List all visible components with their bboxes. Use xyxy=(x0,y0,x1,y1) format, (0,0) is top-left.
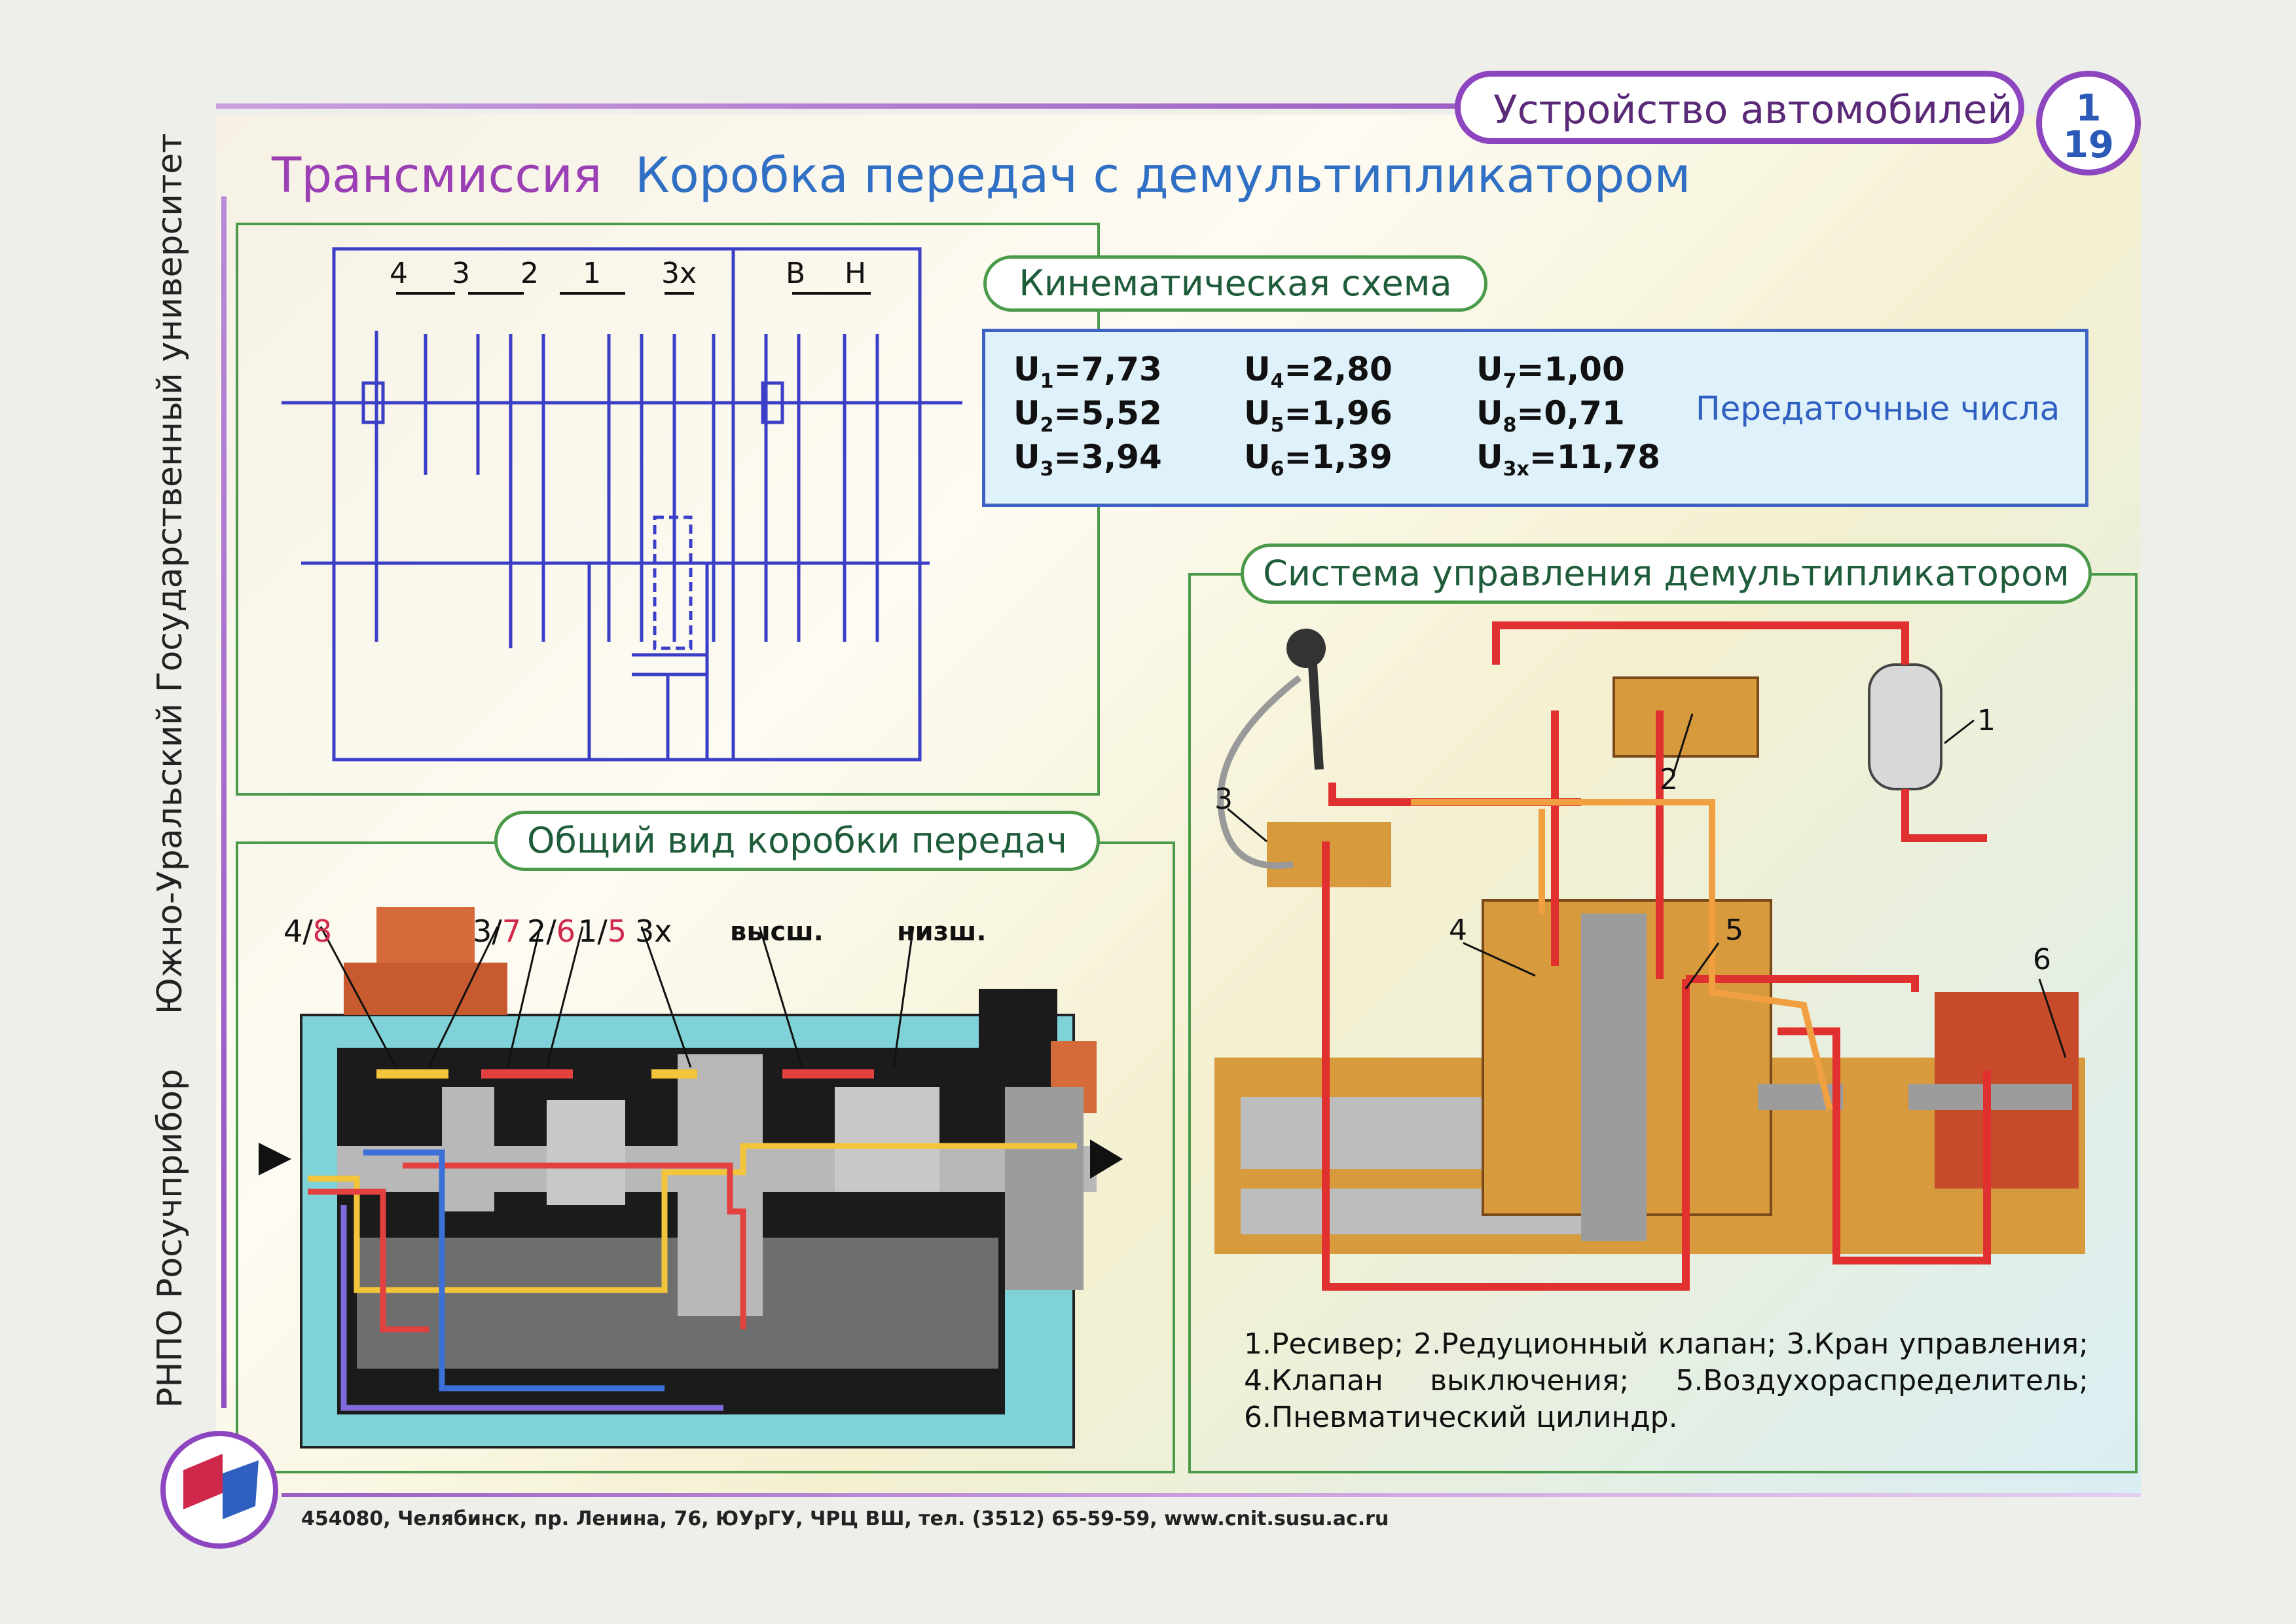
ratio-u1: U1=7,73 xyxy=(1013,350,1162,393)
page-title: Коробка передач с демультипликатором xyxy=(635,147,1691,204)
label-1: 1 xyxy=(1977,704,1995,737)
kinematic-panel xyxy=(236,223,1100,796)
label-3: 3 xyxy=(1214,783,1233,816)
kin-label-v: В xyxy=(786,257,805,290)
kinematic-title: Кинематическая схема xyxy=(1019,263,1452,304)
callout-high: высш. xyxy=(730,917,824,947)
callout-3x: 3х xyxy=(635,913,672,949)
ratio-u8: U8=0,71 xyxy=(1476,394,1625,437)
side-border xyxy=(221,196,227,1408)
kin-label-4: 4 xyxy=(390,257,408,290)
page-number-bottom: 19 xyxy=(2063,124,2114,166)
callout-4-8: 4/8 xyxy=(283,913,333,949)
ratio-u3x: U3х=11,78 xyxy=(1476,438,1660,481)
kin-label-3: 3 xyxy=(452,257,470,290)
label-6: 6 xyxy=(2033,943,2051,976)
ratio-label: Передаточные числа xyxy=(1696,390,2060,428)
ratio-u3: U3=3,94 xyxy=(1013,438,1162,481)
section-title: Трансмиссия xyxy=(272,147,602,204)
control-system-diagram: 1 2 3 4 5 6 xyxy=(1214,621,2085,1291)
callout-low: низш. xyxy=(897,917,987,947)
ratio-u7: U7=1,00 xyxy=(1476,350,1625,393)
kinematic-title-pill: Кинематическая схема xyxy=(983,255,1487,312)
top-border xyxy=(216,103,1473,109)
kin-label-1: 1 xyxy=(583,257,601,290)
callout-3-7: 3/7 xyxy=(473,913,522,949)
control-system-title: Система управления демультипликатором xyxy=(1263,553,2069,594)
callout-1-5: 1/5 xyxy=(578,913,627,949)
ratio-u4: U4=2,80 xyxy=(1244,350,1393,393)
gearbox-cutaway xyxy=(259,907,1123,1449)
footer-address: 454080, Челябинск, пр. Ленина, 76, ЮУрГУ… xyxy=(301,1507,1389,1530)
vertical-credit: РНПО Росучприбор Южно-Уральский Государс… xyxy=(151,133,190,1408)
general-view-title-pill: Общий вид коробки передач xyxy=(494,811,1100,871)
legend-line-3: 6.Пневматический цилиндр. xyxy=(1244,1401,1678,1434)
ratio-u2: U2=5,52 xyxy=(1013,394,1162,437)
label-2: 2 xyxy=(1660,763,1678,796)
kin-label-3x: 3х xyxy=(661,257,697,290)
label-5: 5 xyxy=(1725,913,1743,947)
header-title-pill: Устройство автомобилей xyxy=(1455,71,2024,144)
publisher-logo xyxy=(160,1431,278,1549)
kin-label-n: Н xyxy=(845,257,866,290)
control-system-title-pill: Система управления демультипликатором xyxy=(1241,544,2092,604)
general-view-title: Общий вид коробки передач xyxy=(527,820,1067,861)
callout-2-6: 2/6 xyxy=(527,913,576,949)
ratio-u6: U6=1,39 xyxy=(1244,438,1393,481)
ratio-u5: U5=1,96 xyxy=(1244,394,1393,437)
kin-label-2: 2 xyxy=(520,257,539,290)
header-title: Устройство автомобилей xyxy=(1493,87,2013,133)
page-number-top: 1 xyxy=(2075,87,2102,130)
bottom-border xyxy=(282,1493,2141,1497)
ratio-box xyxy=(982,329,2088,507)
label-4: 4 xyxy=(1449,913,1467,947)
page-number-badge: 1 19 xyxy=(2036,71,2141,175)
kinematic-diagram: 4 3 2 1 3х В Н xyxy=(282,247,962,762)
